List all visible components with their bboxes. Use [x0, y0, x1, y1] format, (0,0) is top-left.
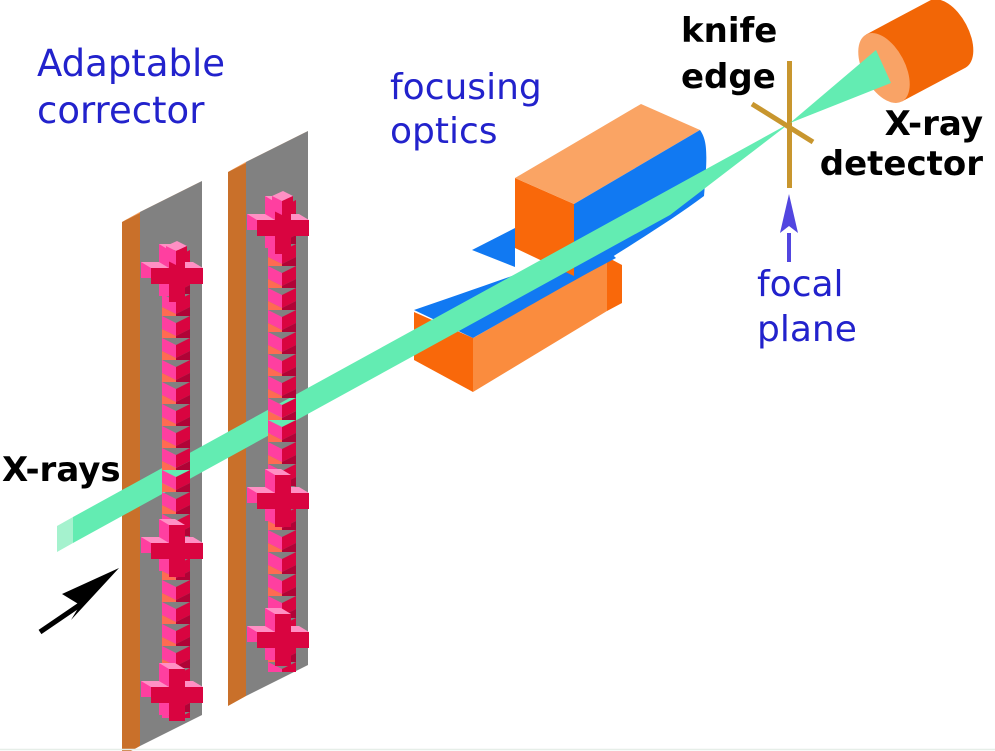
xray-beam: [57, 123, 790, 552]
chain-1-zigzag: [162, 250, 190, 718]
knife-edge-cross-blade: [750, 101, 815, 145]
panel-1-side-face: [122, 212, 140, 751]
actuator-chain-1: [141, 241, 203, 721]
beam-main: [73, 123, 790, 543]
actuator-chain-2: [247, 191, 309, 672]
focal-plane-arrow-head: [780, 194, 798, 233]
beam-end-cap: [57, 517, 73, 552]
chain-2-zigzag: [268, 200, 296, 672]
focal-plane-line1: focal: [757, 264, 844, 305]
knife-edge: [750, 61, 815, 188]
adaptable-corrector-line1: Adaptable: [37, 42, 226, 85]
xrays-arrow: [38, 568, 119, 635]
xrays-text: X-rays: [2, 450, 121, 490]
knife-edge-line2: edge: [681, 56, 776, 97]
lower-mirror-end-face: [607, 257, 622, 311]
adaptable-corrector-label: Adaptable corrector: [37, 40, 225, 135]
xray-detector-label: X-ray detector: [820, 104, 983, 184]
xray-detector-line1: X-ray: [884, 104, 983, 144]
xrays-arrow-head: [62, 568, 119, 620]
knife-edge-label: knife edge: [681, 9, 777, 101]
focusing-optics-line2: optics: [390, 110, 498, 152]
upper-mirror-top-face: [515, 104, 700, 204]
focal-plane-label: focal plane: [757, 262, 857, 352]
xrays-arrow-tail: [38, 599, 86, 635]
beam-diverging: [790, 50, 891, 123]
focusing-optics-line1: focusing: [390, 67, 542, 108]
xrays-label: X-rays: [2, 450, 121, 490]
focal-plane-line2: plane: [757, 309, 857, 350]
knife-edge-line1: knife: [681, 11, 778, 51]
lower-mirror-front-face: [473, 257, 607, 392]
upper-mirror-edge-wedge: [472, 228, 515, 267]
xray-detector-line2: detector: [819, 144, 983, 185]
focal-plane-arrow: [780, 194, 798, 262]
focusing-optics-label: focusing optics: [390, 66, 542, 154]
adaptable-corrector-line2: corrector: [37, 89, 205, 133]
xray-detector-cylinder: [858, 0, 974, 103]
